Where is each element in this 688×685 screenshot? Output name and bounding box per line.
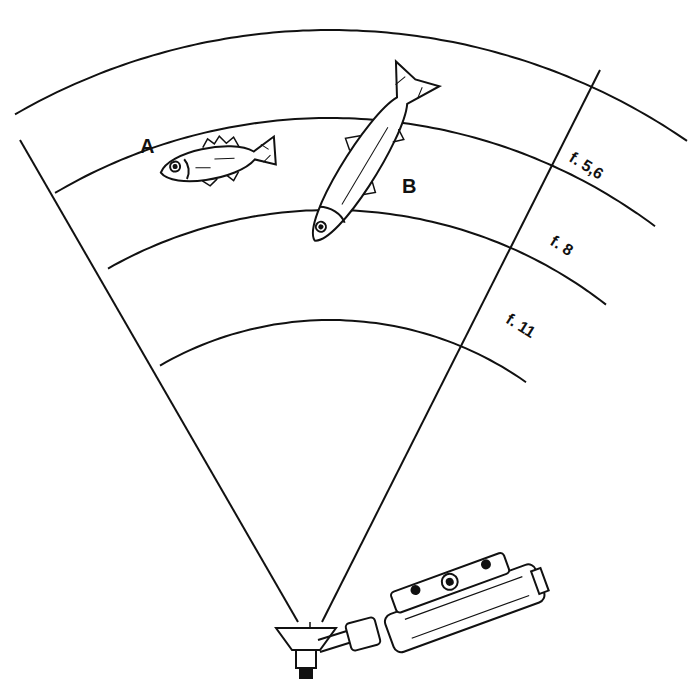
aperture-label: f. 5,6 (567, 150, 606, 183)
camera-housing (318, 542, 551, 655)
fish-label: A (140, 136, 154, 156)
fish-label: B (402, 176, 416, 196)
aperture-label: f. 11 (503, 311, 538, 341)
distance-arc (160, 320, 526, 382)
aperture-label: f. 8 (548, 233, 576, 259)
distance-arc (15, 30, 687, 141)
distance-arcs (15, 30, 687, 382)
fish-b (291, 59, 441, 255)
beam-edge (20, 140, 298, 622)
distance-arc (108, 210, 606, 305)
fish-a (157, 129, 280, 193)
